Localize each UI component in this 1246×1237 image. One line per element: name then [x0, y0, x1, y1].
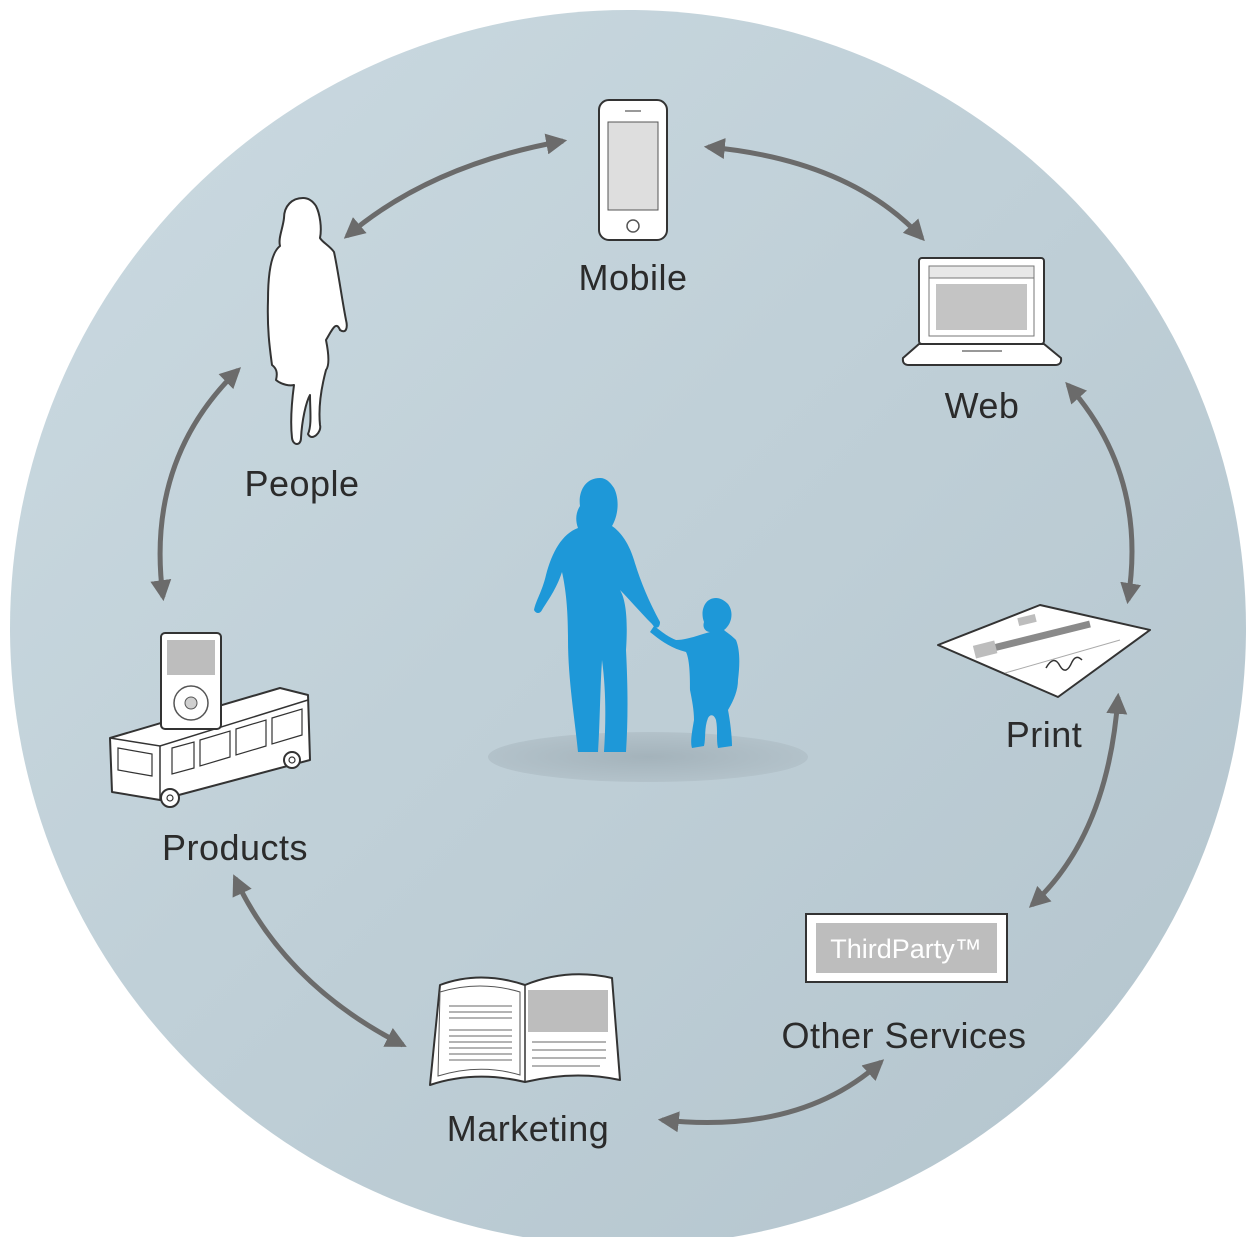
open-magazine-icon [429, 973, 621, 1086]
node-marketing: Marketing [429, 973, 621, 1149]
label-other-services: Other Services [781, 1015, 1026, 1056]
arrow-products-people [150, 367, 242, 602]
node-print: Print [937, 604, 1151, 755]
ipod-bus-icon [109, 632, 311, 808]
node-people: People [244, 197, 359, 504]
arrow-print-other [1028, 692, 1128, 908]
connector-arrows [150, 133, 1142, 1133]
laptop-icon [901, 257, 1063, 366]
label-print: Print [1006, 714, 1083, 755]
letter-document-icon [937, 604, 1151, 698]
arrow-people-mobile [343, 133, 568, 239]
label-people: People [244, 463, 359, 504]
label-mobile: Mobile [578, 257, 687, 298]
label-web: Web [945, 385, 1020, 426]
thirdparty-logo-icon: ThirdParty™ [805, 913, 1008, 983]
label-marketing: Marketing [447, 1108, 610, 1149]
smartphone-icon [598, 99, 668, 241]
node-products: Products [109, 632, 311, 868]
label-products: Products [162, 827, 308, 868]
parent-child-silhouette-icon [534, 478, 740, 752]
node-mobile: Mobile [578, 99, 687, 298]
woman-silhouette-icon [266, 197, 348, 445]
thirdparty-brand-text: ThirdParty™ [830, 934, 982, 964]
node-web: Web [901, 257, 1063, 426]
arrow-other-marketing [657, 1059, 885, 1133]
arrow-mobile-web [703, 138, 925, 242]
arrow-web-print [1065, 381, 1142, 605]
center-group [488, 478, 808, 782]
arrow-marketing-products [232, 874, 407, 1048]
ground-shadow [488, 732, 808, 782]
node-other-services: ThirdParty™ Other Services [781, 913, 1026, 1056]
